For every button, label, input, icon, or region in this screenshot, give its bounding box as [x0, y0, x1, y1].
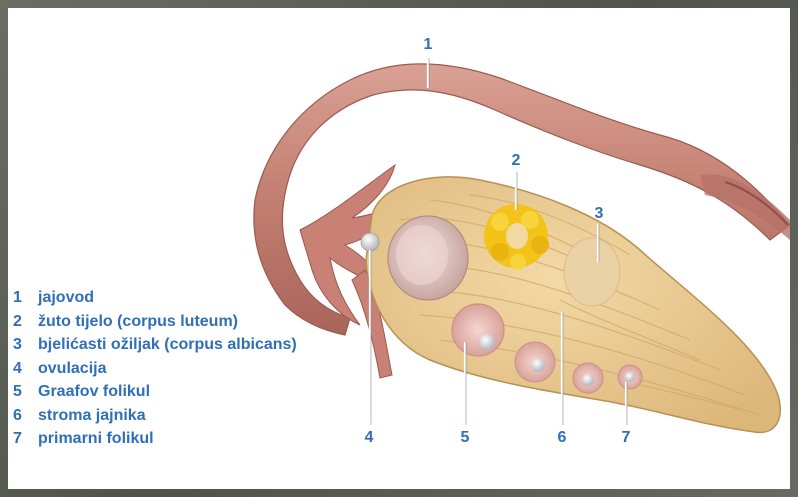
follicle-small-egg	[582, 374, 594, 386]
legend-item: 3 bjelićasti ožiljak (corpus albicans)	[13, 333, 338, 357]
legend-number: 7	[13, 427, 38, 451]
marker-4: 4	[365, 429, 374, 447]
ruptured-follicle-inner	[396, 225, 448, 285]
legend-item: 6 stroma jajnika	[13, 404, 338, 428]
marker-1: 1	[424, 36, 433, 54]
legend-label: primarni folikul	[38, 427, 338, 451]
marker-2: 2	[512, 152, 521, 170]
legend-label: ovulacija	[38, 357, 338, 381]
corpus-albicans	[564, 238, 620, 306]
marker-5: 5	[461, 429, 470, 447]
legend-number: 6	[13, 404, 38, 428]
follicle-medium-egg	[531, 358, 545, 372]
legend-label: stroma jajnika	[38, 404, 338, 428]
legend: 1 jajovod 2 žuto tijelo (corpus luteum) …	[13, 286, 338, 451]
legend-item: 2 žuto tijelo (corpus luteum)	[13, 310, 338, 334]
marker-7: 7	[622, 429, 631, 447]
legend-number: 1	[13, 286, 38, 310]
legend-label: jajovod	[38, 286, 338, 310]
legend-number: 5	[13, 380, 38, 404]
primary-follicle-egg	[625, 372, 635, 382]
legend-number: 3	[13, 333, 38, 357]
marker-6: 6	[558, 429, 567, 447]
legend-item: 7 primarni folikul	[13, 427, 338, 451]
legend-number: 2	[13, 310, 38, 334]
legend-label: bjelićasti ožiljak (corpus albicans)	[38, 333, 338, 357]
graafian-follicle	[452, 304, 504, 356]
ovulated-egg	[361, 233, 379, 251]
legend-number: 4	[13, 357, 38, 381]
ovary	[366, 177, 780, 432]
legend-label: žuto tijelo (corpus luteum)	[38, 310, 338, 334]
legend-label: Graafov folikul	[38, 380, 338, 404]
legend-item: 5 Graafov folikul	[13, 380, 338, 404]
marker-3: 3	[595, 205, 604, 223]
legend-item: 1 jajovod	[13, 286, 338, 310]
graafian-follicle-egg	[479, 334, 495, 350]
legend-item: 4 ovulacija	[13, 357, 338, 381]
